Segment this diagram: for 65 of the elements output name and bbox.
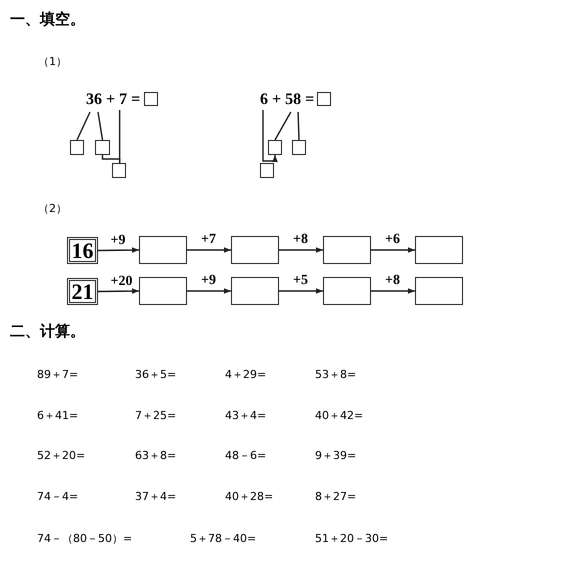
arrow <box>371 247 415 253</box>
section-heading: 二、计算。 <box>10 322 85 340</box>
arrow <box>187 288 231 294</box>
start-number-box: 16 <box>67 237 98 264</box>
connector-line <box>274 112 292 140</box>
arrow <box>98 247 139 253</box>
math-problem: 48－6= <box>225 449 266 462</box>
answer-box <box>139 277 187 305</box>
answer-box <box>139 236 187 264</box>
math-problem: 43＋4= <box>225 409 266 422</box>
answer-box <box>144 92 158 106</box>
math-problem: 40＋42= <box>315 409 364 422</box>
question-number: （2） <box>38 202 67 215</box>
math-problem: 89＋7= <box>37 368 78 381</box>
math-problem: 40＋28= <box>225 490 274 503</box>
connector-line <box>76 112 91 140</box>
answer-box <box>112 163 126 178</box>
edge-label: +8 <box>293 233 308 247</box>
math-problem: 8＋27= <box>315 490 356 503</box>
start-number-box: 21 <box>67 278 98 305</box>
edge-label: +20 <box>110 275 132 289</box>
arrow <box>262 110 278 162</box>
math-problem: 51＋20－30= <box>315 532 388 545</box>
answer-box <box>231 277 279 305</box>
arrow <box>371 288 415 294</box>
answer-box <box>323 236 371 264</box>
answer-box <box>95 140 110 155</box>
equation-text: 6 + 58 = <box>260 92 316 108</box>
answer-box <box>323 277 371 305</box>
arrow <box>98 288 139 294</box>
math-problem: 52＋20= <box>37 449 86 462</box>
math-problem: 36＋5= <box>135 368 176 381</box>
arrow <box>279 247 323 253</box>
answer-box <box>70 140 84 155</box>
question-number: （1） <box>38 55 67 68</box>
edge-label: +9 <box>201 274 216 288</box>
math-problem: 74－4= <box>37 490 78 503</box>
answer-box <box>317 92 331 106</box>
math-problem: 9＋39= <box>315 449 356 462</box>
edge-label: +6 <box>385 233 400 247</box>
edge-label: +8 <box>385 274 400 288</box>
edge-label: +7 <box>201 233 216 247</box>
equation-text: 36 + 7 = <box>86 92 144 108</box>
math-problem: 7＋25= <box>135 409 176 422</box>
answer-box <box>268 140 282 155</box>
answer-box <box>292 140 306 155</box>
math-problem: 63＋8= <box>135 449 176 462</box>
connector-line <box>297 112 300 140</box>
connector-line <box>102 155 120 163</box>
answer-box <box>415 277 463 305</box>
math-problem: 53＋8= <box>315 368 356 381</box>
math-problem: 5＋78－40= <box>190 532 256 545</box>
answer-box <box>231 236 279 264</box>
math-problem: 74－（80－50）= <box>37 532 132 545</box>
answer-box <box>415 236 463 264</box>
arrow <box>187 247 231 253</box>
edge-label: +9 <box>110 234 126 248</box>
edge-label: +5 <box>293 274 308 288</box>
connector-line <box>97 112 104 140</box>
math-problem: 4＋29= <box>225 368 266 381</box>
answer-box <box>260 163 274 178</box>
arrow <box>279 288 323 294</box>
math-problem: 37＋4= <box>135 490 176 503</box>
math-problem: 6＋41= <box>37 409 78 422</box>
section-heading: 一、填空。 <box>10 10 85 28</box>
